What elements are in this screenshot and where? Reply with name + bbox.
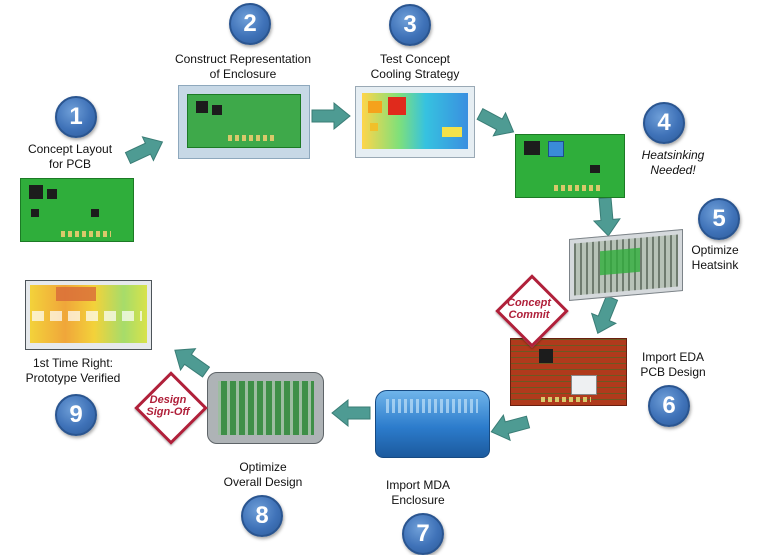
step-badge-3: 3 (389, 4, 431, 46)
arrow-2-3 (311, 102, 351, 130)
arrow-4-5 (591, 196, 622, 238)
step-label-8: Optimize Overall Design (223, 460, 303, 489)
step-label-9: 1st Time Right: Prototype Verified (25, 356, 121, 385)
step-label-1: Concept Layout for PCB (27, 142, 113, 171)
eda-pcb-image (510, 338, 627, 406)
step-badge-5: 5 (698, 198, 740, 240)
arrow-7-8 (331, 399, 371, 427)
pcb-heatsink-needed-image (515, 134, 625, 198)
heatsink-optimization-image (569, 229, 683, 301)
cooling-heatmap-image (355, 86, 475, 158)
mda-enclosure-image (375, 390, 490, 458)
step-label-7: Import MDA Enclosure (385, 478, 450, 507)
step-badge-9: 9 (55, 394, 97, 436)
arrow-3-4 (473, 102, 521, 144)
overall-design-image (207, 372, 324, 444)
enclosure-representation-image (178, 85, 310, 159)
step-badge-1: 1 (55, 96, 97, 138)
arrow-5-6 (585, 292, 625, 339)
step-badge-4: 4 (643, 102, 685, 144)
prototype-verified-image (25, 280, 152, 350)
concept-commit-text: Concept Commit (507, 297, 551, 321)
pcb-concept-image (20, 178, 134, 242)
step-label-3: Test Concept Cooling Strategy (370, 52, 460, 81)
step-badge-2: 2 (229, 3, 271, 45)
step-label-4: Heatsinking Needed! (641, 148, 705, 177)
step-label-5: Optimize Heatsink (691, 243, 739, 272)
step-label-6: Import EDA PCB Design (640, 350, 706, 379)
step-badge-8: 8 (241, 495, 283, 537)
step-badge-6: 6 (648, 385, 690, 427)
arrow-6-7 (487, 408, 532, 445)
step-label-2: Construct Representation of Enclosure (174, 52, 312, 81)
design-signoff-text: Design Sign-Off (146, 394, 190, 418)
step-badge-7: 7 (402, 513, 444, 555)
